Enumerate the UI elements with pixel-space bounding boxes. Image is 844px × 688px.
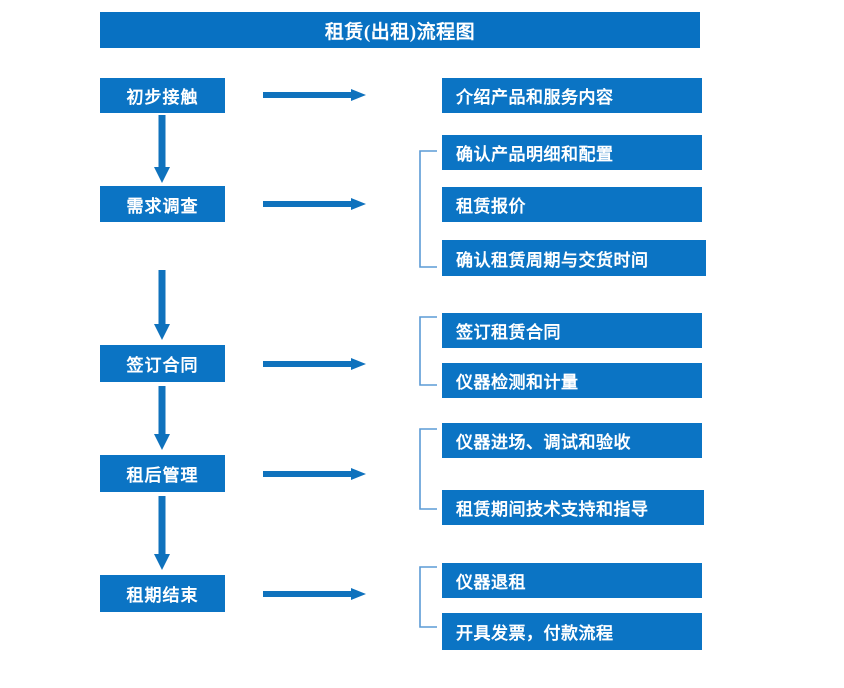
vertical-arrow-stage3-stage4	[153, 386, 171, 452]
group-bracket-needs	[418, 150, 438, 268]
group-bracket-aftercare	[418, 428, 438, 510]
horizontal-arrow-stage2	[263, 197, 367, 211]
group-bracket-contract	[418, 316, 438, 386]
task-box-7[interactable]: 仪器进场、调试和验收	[442, 423, 702, 458]
stage-box-4[interactable]: 租后管理	[100, 455, 225, 492]
task-box-2[interactable]: 确认产品明细和配置	[442, 135, 702, 170]
task-label-9: 仪器退租	[456, 573, 526, 592]
stage-label-2: 需求调查	[126, 196, 199, 216]
task-box-3[interactable]: 租赁报价	[442, 187, 702, 222]
task-label-5: 签订租赁合同	[456, 323, 561, 342]
vertical-arrow-stage4-stage5	[153, 496, 171, 572]
stage-label-5: 租期结束	[126, 586, 199, 605]
task-label-8: 租赁期间技术支持和指导	[456, 500, 649, 519]
stage-label-3: 签订合同	[126, 356, 199, 375]
horizontal-arrow-stage4	[263, 467, 367, 481]
task-label-6: 仪器检测和计量	[456, 373, 579, 392]
task-label-10: 开具发票，付款流程	[456, 624, 614, 643]
stage-box-1[interactable]: 初步接触	[100, 78, 225, 113]
task-label-4: 确认租赁周期与交货时间	[456, 250, 649, 270]
task-box-4[interactable]: 确认租赁周期与交货时间	[442, 240, 706, 276]
vertical-arrow-stage2-stage3	[153, 270, 171, 342]
page-title: 租赁(出租)流程图	[100, 12, 700, 48]
stage-label-4: 租后管理	[126, 466, 199, 485]
stage-box-2[interactable]: 需求调查	[100, 186, 225, 222]
stage-label-1: 初步接触	[126, 88, 199, 107]
task-label-1: 介绍产品和服务内容	[456, 88, 614, 107]
task-box-9[interactable]: 仪器退租	[442, 563, 702, 598]
horizontal-arrow-stage3	[263, 357, 367, 371]
vertical-arrow-stage1-stage2	[153, 115, 171, 185]
task-box-6[interactable]: 仪器检测和计量	[442, 363, 702, 398]
stage-box-5[interactable]: 租期结束	[100, 575, 225, 612]
task-box-5[interactable]: 签订租赁合同	[442, 313, 702, 348]
group-bracket-end	[418, 566, 438, 628]
task-label-3: 租赁报价	[456, 197, 526, 216]
horizontal-arrow-stage1	[263, 88, 367, 102]
task-label-7: 仪器进场、调试和验收	[456, 433, 631, 452]
horizontal-arrow-stage5	[263, 587, 367, 601]
stage-box-3[interactable]: 签订合同	[100, 345, 225, 382]
task-box-1[interactable]: 介绍产品和服务内容	[442, 78, 702, 113]
task-label-2: 确认产品明细和配置	[456, 145, 614, 164]
task-box-8[interactable]: 租赁期间技术支持和指导	[442, 490, 704, 525]
task-box-10[interactable]: 开具发票，付款流程	[442, 613, 702, 650]
